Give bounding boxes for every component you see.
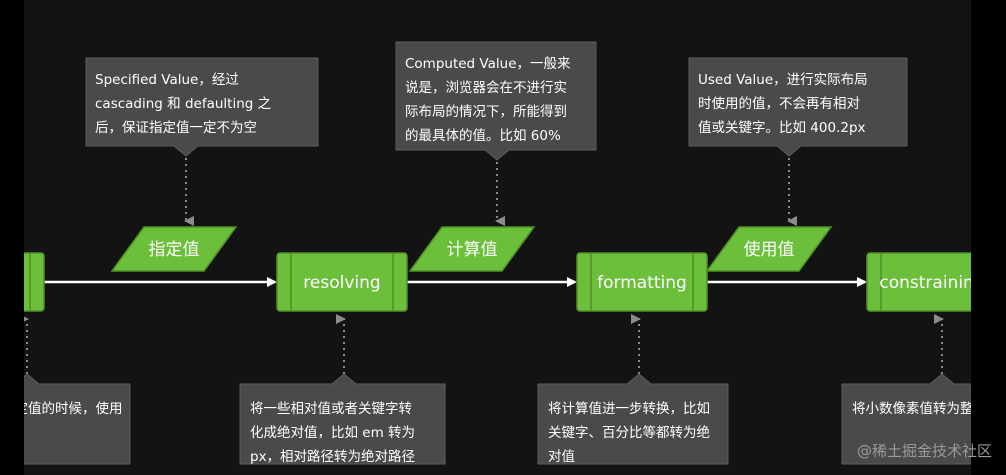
note-text-line: cascading 和 defaulting 之 bbox=[95, 96, 271, 112]
note-callout bbox=[24, 373, 131, 465]
note-callout bbox=[688, 57, 908, 157]
value-label: 使用值 bbox=[744, 239, 795, 260]
note-text-line: Specified Value，经过 bbox=[95, 72, 239, 88]
note-callout bbox=[537, 373, 729, 465]
note-text-line: 后，保证指定值一定不为空 bbox=[95, 120, 257, 136]
value-label: 计算值 bbox=[447, 240, 498, 260]
note-text-line: 说是，浏览器会在不进行实 bbox=[405, 80, 567, 96]
note-callout bbox=[841, 373, 971, 465]
note-callout bbox=[395, 41, 597, 161]
note-text-line: 没有指定值的时候，使用 bbox=[24, 400, 123, 417]
note-text-line: 的最具体的值。比如 60% bbox=[405, 128, 561, 144]
note-text-line: 时使用的值，不会再有相对 bbox=[698, 95, 860, 112]
watermark-text: @稀土掘金技术社区 bbox=[856, 442, 992, 460]
note-text-line: 对值 bbox=[548, 449, 575, 465]
value-parallelogram bbox=[408, 226, 536, 272]
process-node-label: resolving bbox=[303, 273, 380, 293]
process-node bbox=[24, 252, 45, 312]
note-text-line: 将计算值进一步转换，比如 bbox=[548, 401, 710, 417]
note-text-line: 将一些相对值或者关键字转 bbox=[250, 401, 412, 417]
process-node-label: constraining bbox=[879, 273, 971, 293]
process-node-label: formatting bbox=[597, 273, 687, 293]
flow-diagram: defaultingresolvingformattingconstrainin… bbox=[24, 41, 971, 465]
value-parallelogram bbox=[110, 226, 238, 272]
note-text-line: 将小数像素值转为整数 bbox=[852, 401, 971, 417]
note-text-line: 际布局的情况下，所能得到 bbox=[405, 103, 567, 120]
note-callout bbox=[239, 373, 446, 465]
value-label: 指定值 bbox=[149, 240, 200, 260]
note-text-line: 关键字、百分比等都转为绝 bbox=[548, 424, 710, 441]
diagram-canvas: defaultingresolvingformattingconstrainin… bbox=[24, 0, 971, 475]
note-text-line: 化成绝对值，比如 em 转为 bbox=[250, 425, 415, 441]
note-text-line: Computed Value，一般来 bbox=[405, 56, 571, 72]
note-text-line: 值或关键字。比如 400.2px bbox=[698, 120, 866, 136]
value-parallelogram bbox=[705, 226, 833, 272]
note-text-line: Used Value，进行实际布局 bbox=[698, 72, 868, 88]
process-node bbox=[276, 252, 408, 312]
process-node bbox=[576, 252, 708, 312]
process-node bbox=[866, 252, 971, 312]
note-text-line: px，相对路径转为绝对路径 bbox=[250, 449, 415, 465]
note-callout bbox=[85, 57, 319, 157]
